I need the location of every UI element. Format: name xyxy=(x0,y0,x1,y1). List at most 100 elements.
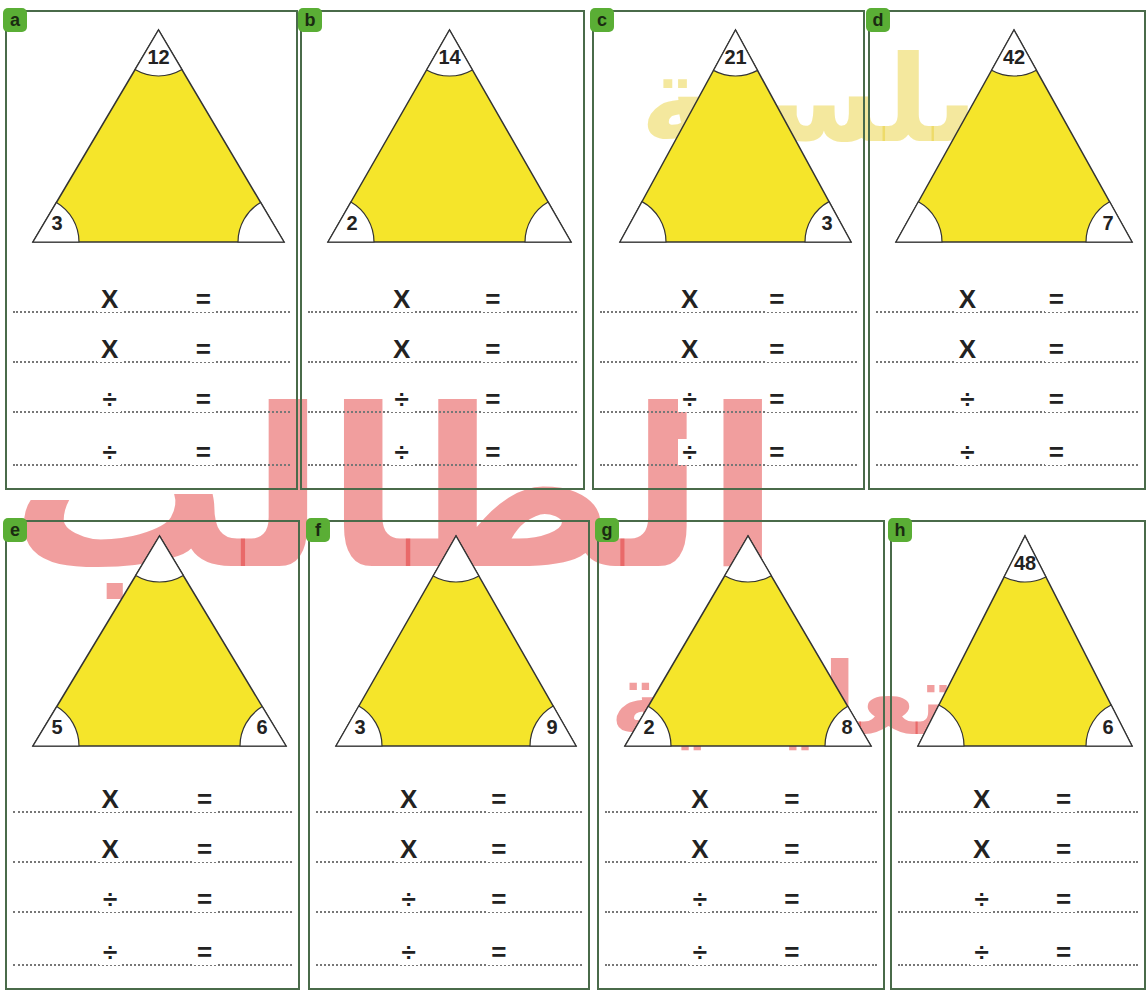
answer-dotted-line xyxy=(605,861,877,863)
answer-dotted-line xyxy=(13,811,292,813)
answer-dotted-line xyxy=(316,964,582,966)
operation-symbol: X xyxy=(969,786,994,812)
operation-symbol: = xyxy=(193,836,216,862)
corner-number: 6 xyxy=(256,716,267,738)
corner-number: 5 xyxy=(51,716,62,738)
operation-symbol: = xyxy=(192,336,215,362)
answer-dotted-line xyxy=(13,861,292,863)
answer-dotted-line xyxy=(13,411,290,413)
corner-number-sector: 5 xyxy=(51,717,62,738)
operation-symbol: ÷ xyxy=(99,939,121,965)
operation-symbol: X xyxy=(396,836,421,862)
answer-dotted-line xyxy=(600,464,857,466)
answer-dotted-line xyxy=(898,911,1138,913)
operation-symbol: ÷ xyxy=(970,939,992,965)
operation-symbol: ÷ xyxy=(689,939,711,965)
answer-dotted-line xyxy=(600,411,857,413)
answer-dotted-line xyxy=(876,464,1138,466)
corner-number: 9 xyxy=(546,716,557,738)
corner-number: 3 xyxy=(51,212,62,234)
operation-symbol: = xyxy=(765,336,788,362)
answer-dotted-line xyxy=(605,964,877,966)
corner-number: 48 xyxy=(1014,552,1036,574)
corner-number-sector: 42 xyxy=(1003,47,1025,68)
operation-symbol: = xyxy=(1045,439,1068,465)
exercise-panel: X=X=÷=÷=b142 xyxy=(300,10,585,490)
exercise-letter-tag: f xyxy=(306,518,330,542)
exercise-letter: b xyxy=(305,11,316,29)
operation-symbol: = xyxy=(1052,836,1075,862)
corner-number: 21 xyxy=(724,46,746,68)
corner-number: 12 xyxy=(147,46,169,68)
operation-symbol: X xyxy=(687,836,712,862)
operation-symbol: X xyxy=(98,786,123,812)
operation-symbol: = xyxy=(193,939,216,965)
pencil-triangle xyxy=(599,522,883,762)
corner-number: 8 xyxy=(841,716,852,738)
operation-symbol: ÷ xyxy=(956,439,978,465)
exercise-letter: f xyxy=(315,521,321,539)
operation-symbol: = xyxy=(780,786,803,812)
corner-number-sector: 8 xyxy=(841,717,852,738)
exercise-letter: a xyxy=(10,11,20,29)
operation-symbol: = xyxy=(487,786,510,812)
corner-number-sector: 3 xyxy=(51,213,62,234)
exercise-letter-tag: e xyxy=(3,518,27,542)
answer-dotted-line xyxy=(308,411,577,413)
corner-number-sector: 2 xyxy=(346,213,357,234)
exercise-panel: X=X=÷=÷=d427 xyxy=(868,10,1146,490)
operation-symbol: X xyxy=(969,836,994,862)
pencil-triangle xyxy=(310,522,588,762)
exercise-letter-tag: d xyxy=(866,8,890,32)
operation-symbol: ÷ xyxy=(678,386,700,412)
answer-dotted-line xyxy=(316,911,582,913)
operation-symbol: X xyxy=(396,786,421,812)
exercise-letter: c xyxy=(597,11,607,29)
corner-number-sector: 14 xyxy=(438,47,460,68)
answer-dotted-line xyxy=(13,361,290,363)
operation-symbol: = xyxy=(780,939,803,965)
exercise-panel: X=X=÷=÷=c213 xyxy=(592,10,865,490)
operation-symbol: X xyxy=(687,786,712,812)
operation-symbol: = xyxy=(1052,786,1075,812)
operation-symbol: X xyxy=(389,286,414,312)
answer-dotted-line xyxy=(308,311,577,313)
answer-dotted-line xyxy=(308,464,577,466)
corner-number-sector: 7 xyxy=(1102,213,1113,234)
operation-symbol: = xyxy=(765,286,788,312)
answer-dotted-line xyxy=(316,861,582,863)
exercise-letter: h xyxy=(895,521,906,539)
answer-dotted-line xyxy=(898,861,1138,863)
operation-symbol: = xyxy=(481,286,504,312)
answer-dotted-line xyxy=(13,464,290,466)
corner-number-sector: 3 xyxy=(821,213,832,234)
answer-dotted-line xyxy=(13,311,290,313)
operation-symbol: = xyxy=(481,386,504,412)
pencil-triangle xyxy=(7,522,298,762)
exercise-letter-tag: c xyxy=(590,8,614,32)
answer-dotted-line xyxy=(600,361,857,363)
answer-dotted-line xyxy=(13,911,292,913)
operation-symbol: = xyxy=(1052,886,1075,912)
answer-dotted-line xyxy=(876,361,1138,363)
operation-symbol: X xyxy=(97,286,122,312)
operation-symbol: = xyxy=(193,786,216,812)
exercise-panel: X=X=÷=÷=g28 xyxy=(597,520,885,990)
corner-number-sector: 3 xyxy=(354,717,365,738)
operation-symbol: = xyxy=(765,439,788,465)
operation-symbol: = xyxy=(487,836,510,862)
exercise-panel: X=X=÷=÷=f39 xyxy=(308,520,590,990)
exercise-letter: g xyxy=(602,521,613,539)
answer-dotted-line xyxy=(898,811,1138,813)
corner-number: 6 xyxy=(1102,716,1113,738)
operation-symbol: ÷ xyxy=(689,886,711,912)
exercise-letter-tag: b xyxy=(298,8,322,32)
operation-symbol: ÷ xyxy=(970,886,992,912)
operation-symbol: X xyxy=(97,336,122,362)
operation-symbol: ÷ xyxy=(391,386,413,412)
corner-number-sector: 2 xyxy=(643,717,654,738)
answer-dotted-line xyxy=(876,411,1138,413)
exercise-letter: e xyxy=(10,521,20,539)
corner-number-sector: 9 xyxy=(546,717,557,738)
